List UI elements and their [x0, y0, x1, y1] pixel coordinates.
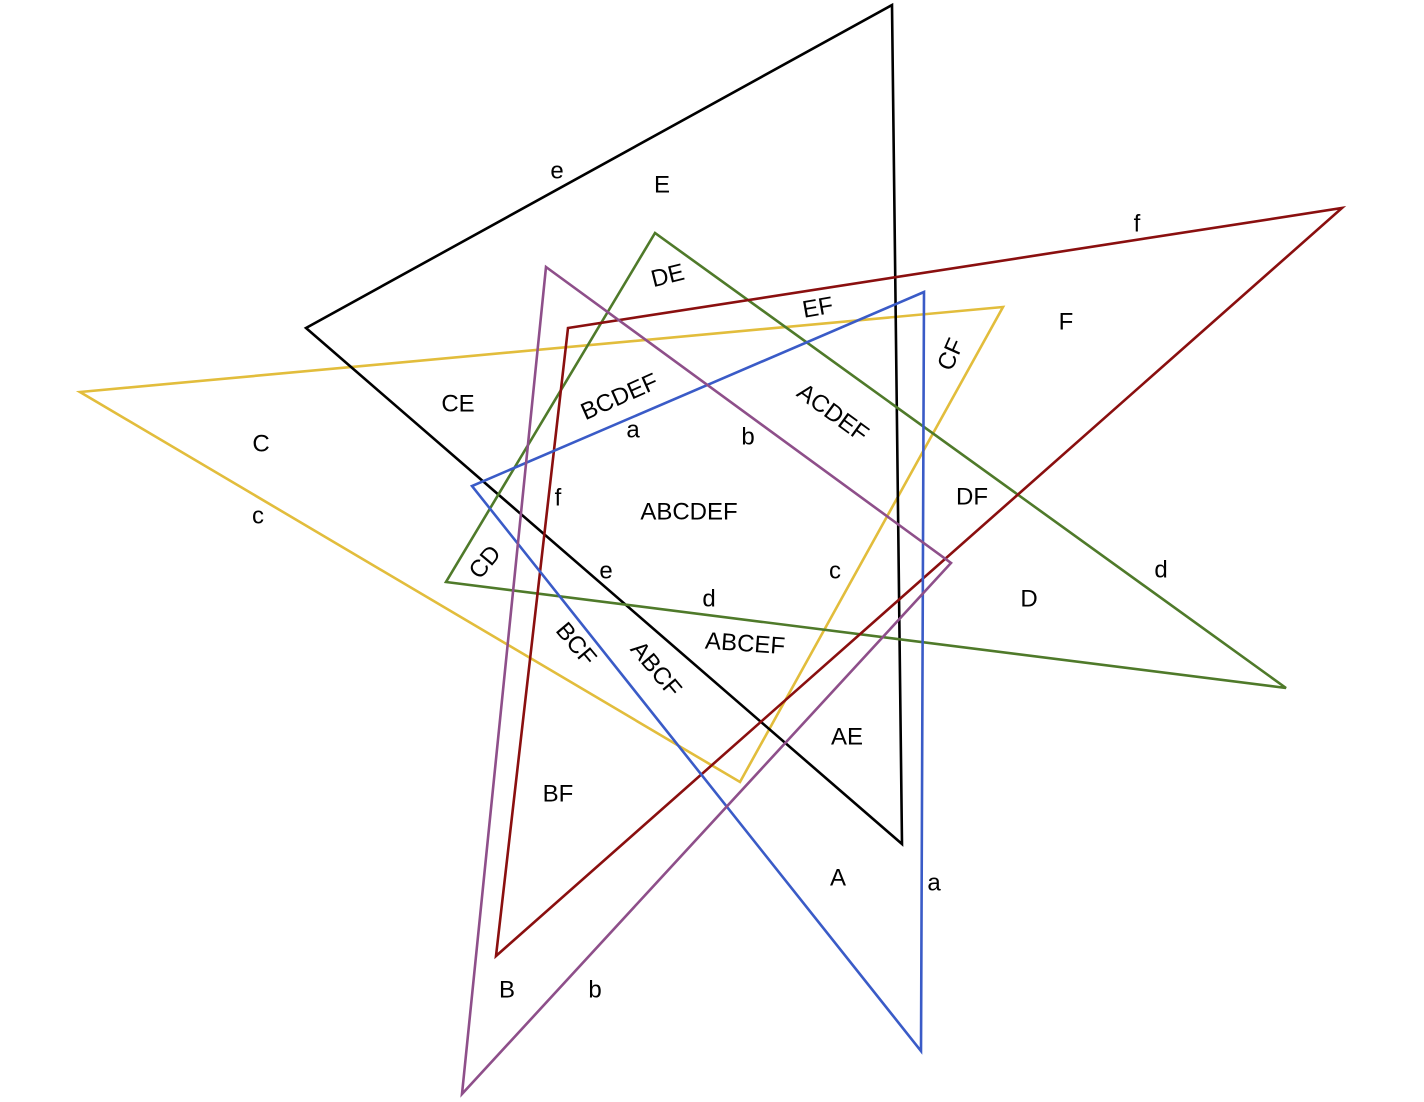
- edge-label-d-outer: d: [1154, 556, 1167, 583]
- set-label-b: B: [499, 976, 515, 1003]
- triangle-set-d: [443, 231, 1287, 690]
- region-label-cf: CF: [932, 334, 970, 374]
- region-label-ce: CE: [441, 390, 474, 417]
- region-label-abcdef: ABCDEF: [640, 498, 737, 525]
- triangle-set-a: [469, 290, 926, 1055]
- edge-label-e-inner: e: [599, 557, 612, 584]
- set-label-e: E: [654, 171, 670, 198]
- set-label-f: F: [1059, 308, 1074, 335]
- region-label-ef: EF: [800, 292, 835, 324]
- edge-label-e-outer: e: [550, 157, 563, 184]
- region-label-ae: AE: [831, 723, 863, 750]
- edge-label-c-outer: c: [252, 502, 264, 529]
- edge-label-a-inner: a: [626, 416, 640, 443]
- region-label-abcef: ABCEF: [704, 628, 786, 661]
- set-label-c: C: [252, 430, 269, 457]
- edge-label-b-inner: b: [741, 423, 754, 450]
- edge-label-d-inner: d: [702, 585, 715, 612]
- region-label-bcf: BCF: [550, 617, 602, 671]
- region-label-bcdef: BCDEF: [577, 368, 662, 426]
- region-label-de: DE: [648, 259, 687, 293]
- region-label-acdef: ACDEF: [792, 378, 874, 448]
- edge-label-f-inner: f: [555, 484, 562, 511]
- triangle-set-e: [303, 2, 904, 847]
- set-label-a: A: [830, 864, 846, 891]
- triangle-set-f: [494, 206, 1347, 960]
- triangle-set-b: [460, 264, 953, 1098]
- region-label-df: DF: [956, 483, 988, 510]
- edge-label-b-outer: b: [588, 976, 601, 1003]
- edge-label-f-outer: f: [1134, 210, 1141, 237]
- region-label-bf: BF: [543, 780, 574, 807]
- region-label-cd: CD: [464, 540, 507, 584]
- set-label-d: D: [1020, 585, 1037, 612]
- edge-label-a-outer: a: [927, 869, 941, 896]
- region-label-abcf: ABCF: [625, 636, 687, 702]
- triangle-set-c: [75, 305, 1006, 784]
- edge-label-c-inner: c: [829, 557, 841, 584]
